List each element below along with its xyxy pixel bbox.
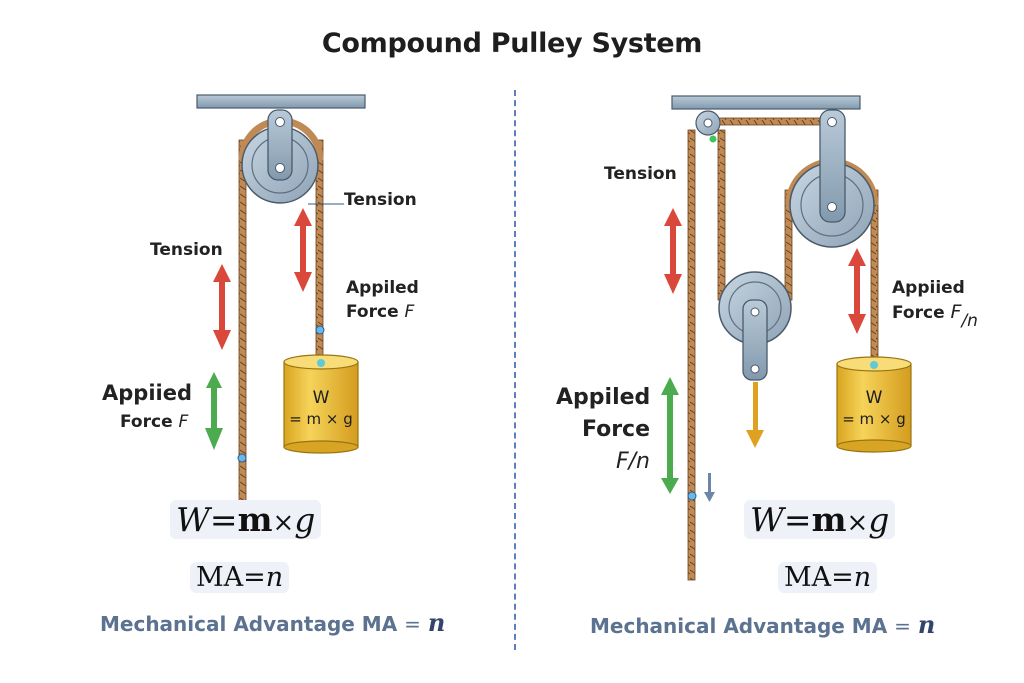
label-tension-right-panel: Tension (604, 164, 677, 184)
ceiling-beam-right (671, 95, 861, 110)
force-variable: F (178, 412, 189, 432)
caption-mechanical-advantage-right: Mechanical Advantage MA = n (590, 610, 936, 639)
applied-force-arrow-right (848, 248, 866, 334)
load-arrow (746, 382, 764, 448)
applied-force-line1: Appiied (892, 278, 965, 298)
ceiling-beam (196, 94, 366, 109)
force-divisor: /n (961, 311, 978, 331)
label-applied-force-left-panel: Appiled Force F/n (556, 382, 650, 478)
weight-symbol: W (312, 388, 330, 408)
tension-arrow-left (213, 264, 231, 350)
weight-label-right: W = m × g (837, 388, 911, 428)
weight-body-right (836, 363, 912, 447)
formula-weight-left: W=m×g (170, 500, 322, 539)
applied-force-line2: Force (120, 412, 173, 432)
applied-force-line2: Force (346, 302, 399, 322)
formula-weight-right: W=m×g (744, 500, 896, 539)
force-variable: F (404, 302, 415, 322)
applied-force-line1: Appiled (346, 278, 419, 298)
label-tension-top: Tension (344, 190, 417, 210)
left-system (196, 94, 366, 531)
formula-ma-left: MA=n (190, 562, 290, 593)
rope-free-end (687, 129, 696, 581)
applied-force-arrow-left (205, 372, 223, 450)
right-system (661, 95, 912, 581)
pull-direction-arrow (704, 473, 715, 502)
force-variable: F (950, 301, 962, 323)
label-applied-force-left-2: Force F (120, 412, 188, 432)
label-applied-force-right-panel: Appiied Force F/n (892, 276, 978, 331)
weight-label: W = m × g (284, 388, 358, 428)
weight-equation: = m × g (289, 410, 353, 428)
applied-force-line2: Force (581, 417, 650, 442)
applied-force-line1: Appiied (102, 381, 192, 405)
label-applied-force-left: Appiied (102, 380, 192, 406)
applied-force-line1: Appiled (556, 385, 651, 410)
label-tension-left: Tension (150, 240, 223, 260)
tension-arrow-right (294, 208, 312, 292)
label-applied-force-right: Appiled Force F (346, 276, 419, 324)
weight-equation: = m × g (842, 410, 906, 428)
formula-ma-right: MA=n (778, 562, 878, 593)
rope-left (238, 139, 247, 531)
diagram-title: Compound Pulley System (321, 28, 703, 59)
force-variable: F/n (615, 449, 650, 474)
tension-arrow-right-panel (664, 208, 682, 294)
pulley-bracket (267, 109, 293, 181)
weight-body (283, 361, 359, 448)
weight-symbol: W (865, 388, 883, 408)
caption-mechanical-advantage-left: Mechanical Advantage MA = n (100, 608, 446, 637)
applied-force-arrow-left-panel (661, 377, 679, 494)
panel-divider (514, 90, 516, 650)
applied-force-line2: Force (892, 303, 945, 323)
